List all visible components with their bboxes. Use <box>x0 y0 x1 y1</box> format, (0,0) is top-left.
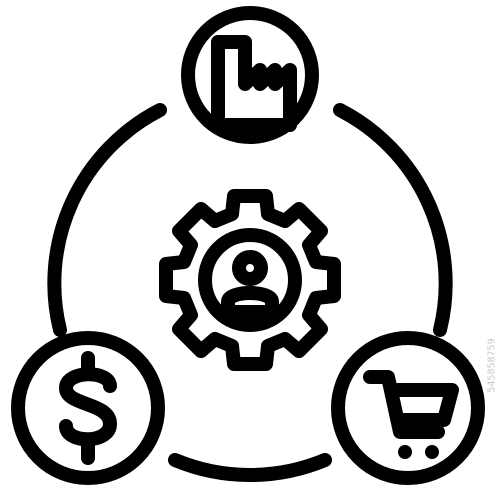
factory-icon <box>211 35 297 132</box>
gear-inner-circle <box>198 228 302 332</box>
ring-arc-bottom <box>168 453 332 482</box>
cart-circle <box>331 331 485 485</box>
ring-arc-left <box>47 103 167 337</box>
dollar-node <box>11 331 165 485</box>
cart-wheel-right <box>425 445 439 459</box>
gear-icon <box>159 189 341 371</box>
ring-arc-right <box>333 103 453 337</box>
gear-node <box>159 189 341 371</box>
cycle-ring <box>47 103 453 482</box>
dollar-circle <box>11 331 165 485</box>
cart-node <box>331 331 485 485</box>
factory-circle <box>181 6 319 144</box>
shopping-cart-icon <box>363 370 459 439</box>
cart-wheel-left <box>398 445 412 459</box>
user-icon <box>221 250 279 319</box>
dollar-icon <box>59 351 117 465</box>
side-stamp: 545858759 <box>486 338 498 393</box>
factory-node <box>181 6 319 144</box>
